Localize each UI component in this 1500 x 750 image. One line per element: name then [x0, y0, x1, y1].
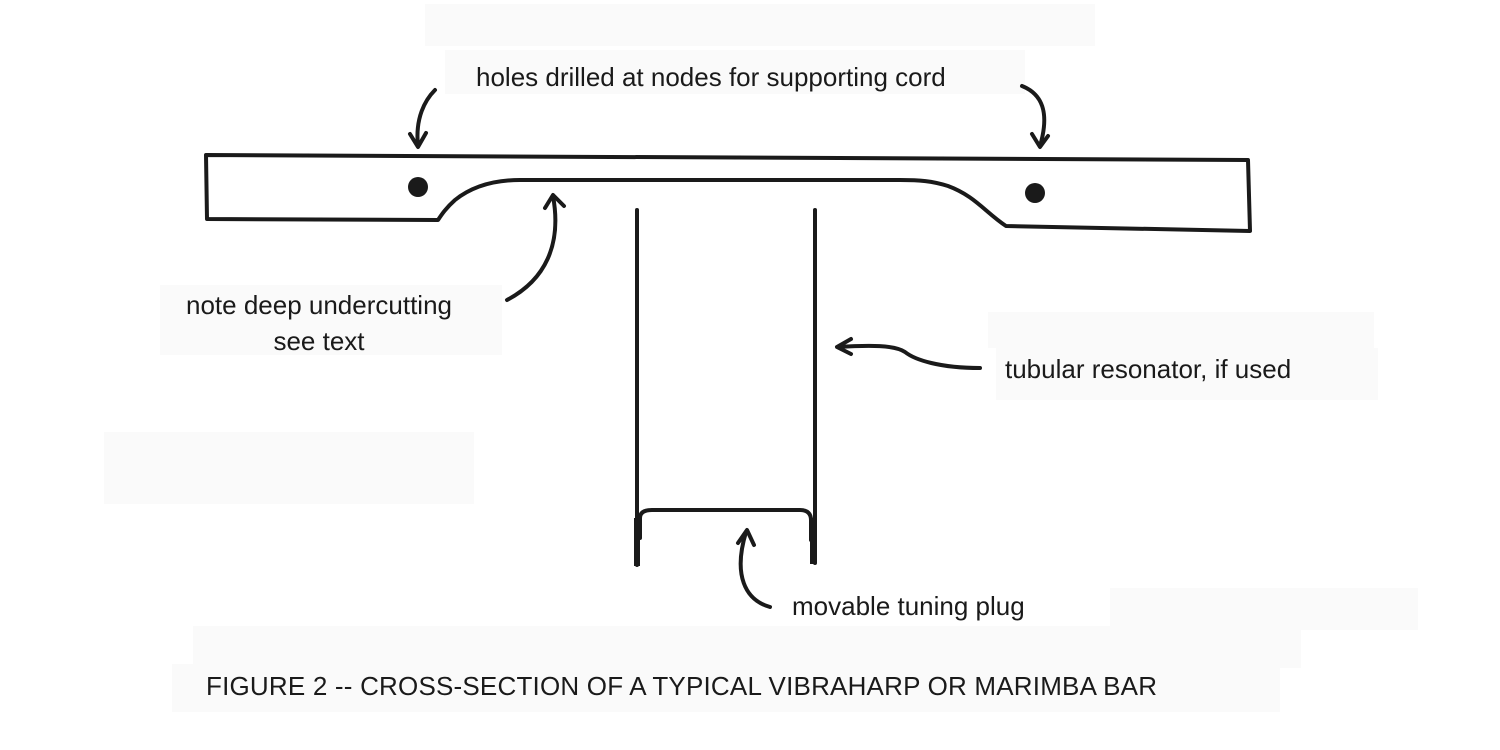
arrow-right-hole [1020, 84, 1047, 148]
tuning-plug [638, 508, 813, 542]
arrowhead-left-hole [408, 131, 428, 149]
arrow-plug [738, 530, 772, 609]
undercut-label: note deep undercutting see text [186, 287, 452, 359]
scan-patch-right-upper [988, 312, 1374, 348]
arrowhead-resonator [835, 337, 853, 356]
arrow-left-hole [415, 88, 437, 148]
arrowhead-right-hole [1030, 132, 1050, 149]
resonator-label: tubular resonator, if used [1005, 354, 1292, 384]
scan-patch-top [425, 4, 1095, 46]
scan-patch-left-mid [104, 432, 474, 504]
node-hole-right [1025, 183, 1045, 203]
scan-patch-right-lower [1110, 588, 1418, 630]
tuning-plug-label: movable tuning plug [792, 591, 1025, 621]
bar-outline [204, 153, 1252, 233]
scan-patch-bottom [193, 626, 1301, 668]
scan-patch-tube-label [996, 348, 1378, 400]
arrow-resonator [836, 343, 982, 370]
scan-patch-holes-label [445, 50, 1025, 94]
scan-patch-caption [172, 664, 1280, 712]
undercut-label-line1: note deep undercutting [186, 290, 452, 320]
arrow-undercut [505, 194, 558, 302]
scan-patch-note-label [160, 285, 502, 355]
arrowhead-undercut [543, 193, 566, 210]
figure-caption: FIGURE 2 -- CROSS-SECTION OF A TYPICAL V… [206, 671, 1158, 701]
undercut-label-line2: see text [273, 326, 365, 356]
holes-label: holes drilled at nodes for supporting co… [476, 62, 946, 92]
node-hole-left [408, 177, 428, 197]
arrowhead-plug [736, 528, 756, 547]
